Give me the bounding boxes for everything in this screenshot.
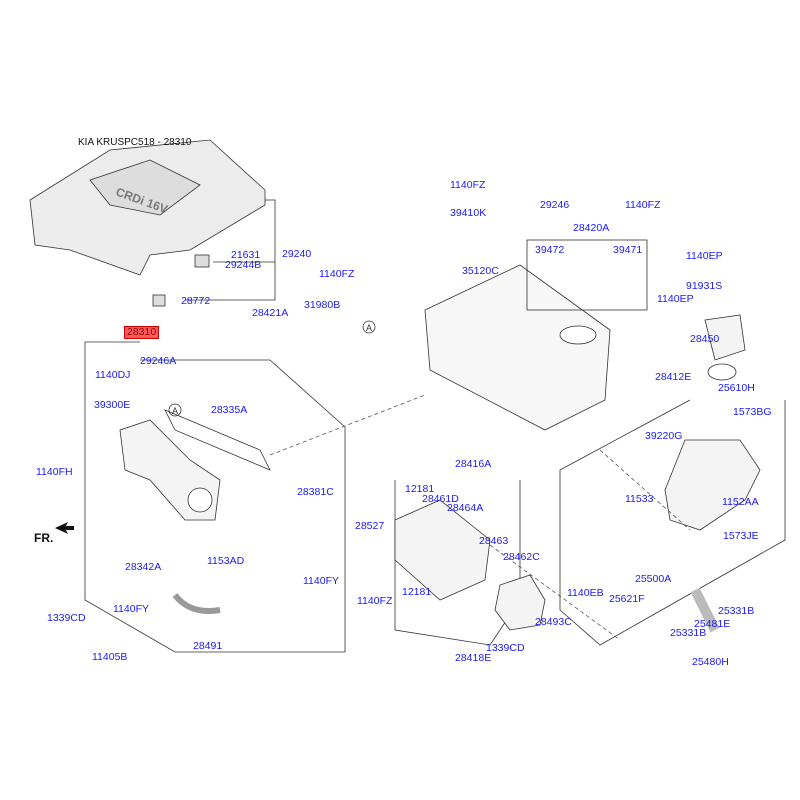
part-label[interactable]: 28772 bbox=[181, 295, 211, 307]
part-label[interactable]: 25500A bbox=[635, 573, 672, 585]
part-label[interactable]: 28493C bbox=[535, 616, 572, 628]
part-label[interactable]: 21631 bbox=[231, 249, 261, 261]
grommet bbox=[152, 294, 166, 307]
part-label[interactable]: 1140EP bbox=[686, 250, 723, 262]
part-label[interactable]: 28412E bbox=[655, 371, 692, 383]
part-label[interactable]: 1140FY bbox=[303, 575, 339, 587]
part-label[interactable]: 1140FZ bbox=[450, 179, 486, 191]
part-label[interactable]: 1140EP bbox=[657, 293, 694, 305]
part-label[interactable]: 39471 bbox=[613, 244, 643, 256]
hose bbox=[690, 587, 720, 633]
cover-badge-area bbox=[89, 159, 201, 216]
part-label[interactable]: 1140FZ bbox=[625, 199, 661, 211]
part-label[interactable]: 28527 bbox=[355, 520, 385, 532]
part-label[interactable]: 29244B bbox=[225, 259, 262, 271]
part-label[interactable]: 28335A bbox=[211, 404, 248, 416]
part-label[interactable]: 12181 bbox=[402, 586, 432, 598]
part-label[interactable]: 12181 bbox=[405, 483, 435, 495]
part-label[interactable]: 29240 bbox=[282, 248, 312, 260]
egr-cooler bbox=[394, 499, 491, 601]
part-label[interactable]: 1140DJ bbox=[95, 369, 131, 381]
part-label[interactable]: 29246 bbox=[540, 199, 570, 211]
diagram-title: KIA KRUSPC518 - 28310 bbox=[78, 137, 192, 148]
part-label[interactable]: 1140FH bbox=[36, 466, 73, 478]
part-label[interactable]: 28421A bbox=[252, 307, 289, 319]
part-label[interactable]: 1339CD bbox=[47, 612, 86, 624]
part-label[interactable]: 1140FZ bbox=[357, 595, 393, 607]
part-label[interactable]: 1153AD bbox=[207, 555, 245, 567]
gasket bbox=[164, 409, 271, 471]
part-label[interactable]: 28461D bbox=[422, 493, 459, 505]
front-marker: FR. bbox=[34, 531, 54, 545]
part-label[interactable]: 91931S bbox=[686, 280, 723, 292]
part-label[interactable]: 28418E bbox=[455, 652, 492, 664]
part-label[interactable]: 35120C bbox=[462, 265, 499, 277]
part-label[interactable]: 28381C bbox=[297, 486, 334, 498]
part-label[interactable]: 29246A bbox=[140, 355, 177, 367]
thermostat-housing bbox=[664, 439, 761, 531]
part-label[interactable]: 1140FY bbox=[113, 603, 149, 615]
part-label[interactable]: 28450 bbox=[690, 333, 720, 345]
front-arrow-icon bbox=[55, 522, 74, 534]
part-label[interactable]: 28416A bbox=[455, 458, 492, 470]
throttle-body bbox=[704, 314, 746, 361]
part-label[interactable]: 28420A bbox=[573, 222, 610, 234]
callout-a-right bbox=[362, 320, 376, 334]
callout-label: A bbox=[172, 406, 178, 416]
part-label[interactable]: 39300E bbox=[94, 399, 131, 411]
egr-pipe bbox=[172, 593, 221, 614]
part-label[interactable]: 31980B bbox=[304, 299, 341, 311]
part-label[interactable]: 39472 bbox=[535, 244, 565, 256]
part-label[interactable]: 1152AA bbox=[722, 496, 759, 508]
part-label[interactable]: 28463 bbox=[479, 535, 509, 547]
egr-valve bbox=[494, 574, 546, 631]
part-label[interactable]: 28342A bbox=[125, 561, 162, 573]
grommet bbox=[194, 254, 210, 268]
part-label[interactable]: 1140EB bbox=[567, 587, 604, 599]
part-label[interactable]: 1140FZ bbox=[319, 268, 355, 280]
part-label[interactable]: 25480H bbox=[692, 656, 729, 668]
part-label[interactable]: 25331B bbox=[718, 605, 755, 617]
part-label[interactable]: 25331B bbox=[670, 627, 707, 639]
part-label-highlighted[interactable]: 28310 bbox=[124, 326, 160, 339]
part-label[interactable]: 25481E bbox=[694, 618, 731, 630]
part-label[interactable]: 1573JE bbox=[723, 530, 759, 542]
callout-label: A bbox=[366, 323, 372, 333]
cylinder-head bbox=[424, 264, 611, 431]
part-label[interactable]: 1339CD bbox=[486, 642, 525, 654]
callout-a-left bbox=[168, 403, 182, 417]
part-label[interactable]: 28464A bbox=[447, 502, 484, 514]
part-label[interactable]: 11533 bbox=[625, 493, 654, 505]
part-label[interactable]: 25610H bbox=[718, 382, 755, 394]
part-label[interactable]: 39410K bbox=[450, 207, 487, 219]
part-label[interactable]: 11405B bbox=[92, 651, 128, 663]
part-label[interactable]: 1573BG bbox=[733, 406, 772, 418]
part-label[interactable]: 25621F bbox=[609, 593, 645, 605]
part-label[interactable]: 28462C bbox=[503, 551, 540, 563]
part-label[interactable]: 28491 bbox=[193, 640, 223, 652]
part-label[interactable]: 39220G bbox=[645, 430, 683, 442]
